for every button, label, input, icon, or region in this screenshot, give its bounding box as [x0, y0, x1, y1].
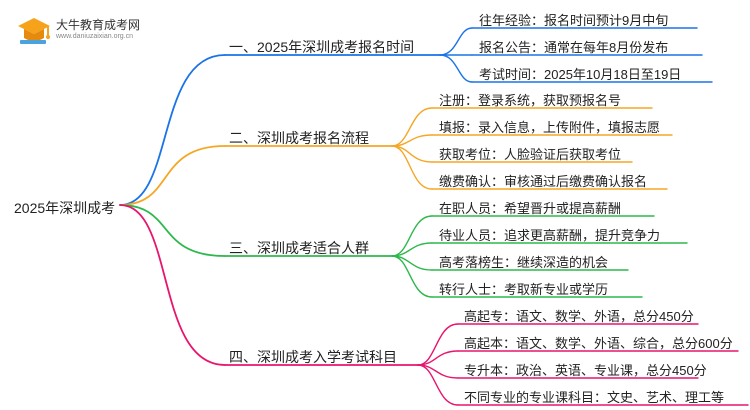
- branch-4-leaf-2: 高起本：语文、数学、外语、综合，总分600分: [464, 336, 733, 351]
- branch-4-leaf-1: 高起专：语文、数学、外语，总分450分: [464, 309, 694, 324]
- branch-4-leaf-3: 专升本：政治、英语、专业课，总分450分: [464, 363, 707, 378]
- branch-2-leaf-1-connector: [391, 107, 433, 147]
- branch-2-label: 二、深圳成考报名流程: [229, 130, 369, 146]
- branch-1-leaf-2: 报名公告：通常在每年8月份发布: [479, 40, 669, 55]
- logo-title: 大牛教育成考网: [56, 18, 141, 32]
- branch-2-leaf-3: 获取考位：人脸验证后获取考位: [439, 147, 622, 162]
- branch-4-leaf-1-connector: [417, 323, 459, 366]
- root-node: 2025年深圳成考: [14, 200, 116, 216]
- graduation-cap-logo-icon: [18, 18, 50, 44]
- branch-3-leaf-1-connector: [391, 215, 433, 257]
- branch-4-label: 四、深圳成考入学考试科目: [229, 349, 397, 365]
- branch-2-leaf-4-connector: [391, 145, 433, 190]
- branch-3-leaf-1: 在职人员：希望晋升或提高薪酬: [439, 201, 622, 216]
- branch-3-leaf-4: 转行人士：考取新专业或学历: [439, 282, 609, 297]
- branch-3-leaf-3: 高考落榜生：继续深造的机会: [439, 255, 609, 270]
- branch-1-leaf-1-connector: [439, 27, 473, 56]
- branch-2-leaf-1: 注册：登录系统，获取预报名号: [439, 93, 622, 108]
- branch-1-connector: [119, 54, 226, 206]
- branch-1-leaf-3: 考试时间：2025年10月18日至19日: [479, 67, 682, 82]
- branch-4-leaf-4-connector: [417, 364, 459, 406]
- branch-3-leaf-2: 待业人员：追求更高薪酬，提升竞争力: [439, 228, 661, 243]
- branch-3-leaf-4-connector: [391, 255, 433, 298]
- branch-4-connector: [119, 204, 226, 366]
- branch-2-leaf-4: 缴费确认：审核通过后缴费确认报名: [439, 174, 648, 189]
- branch-2-leaf-2: 填报：录入信息，上传附件，填报志愿: [439, 120, 661, 135]
- branch-1-label: 一、2025年深圳成考报名时间: [229, 39, 415, 55]
- logo-url-text: www.daniuzaixian.org.cn: [56, 33, 134, 40]
- branch-4-leaf-4: 不同专业的专业课科目：文史、艺术、理工等: [464, 390, 725, 405]
- branch-3-label: 三、深圳成考适合人群: [229, 240, 369, 256]
- branch-3-connector: [119, 204, 226, 257]
- branch-2-connector: [119, 145, 226, 206]
- branch-1-leaf-1: 往年经验：报名时间预计9月中旬: [479, 13, 669, 28]
- branch-1-leaf-3-connector: [439, 54, 473, 83]
